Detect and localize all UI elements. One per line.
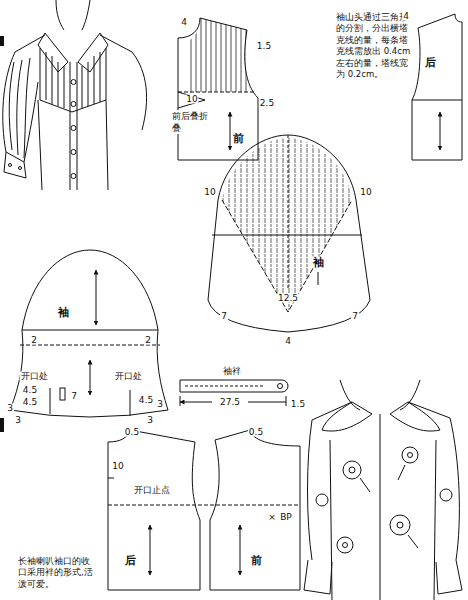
piece-name: 袖 — [312, 257, 325, 268]
pattern-note: 袖山头通过三角形的分割，分出横塔克线的量，每条塔克线需放出 0.4cm 左右的量… — [336, 12, 412, 81]
dimension-label: 12.5 — [277, 294, 299, 303]
dimension-label: 3 — [6, 404, 14, 413]
dimension-label: 10 — [111, 462, 124, 471]
dimension-label: 7 — [220, 312, 228, 321]
dimension-label: 开口处 — [114, 372, 143, 381]
dimension-label: 1.5 — [256, 42, 272, 51]
dimension-label: 7 — [70, 392, 78, 401]
piece-name: 后 — [124, 555, 137, 566]
dimension-label: 1.5 — [290, 400, 306, 409]
dimension-label: 袖袢 — [222, 367, 242, 376]
dimension-label: 4.5 — [22, 386, 38, 395]
dimension-label: 27.5 — [219, 398, 241, 407]
flower-blouse-illustration — [304, 380, 462, 600]
back-bodice-pattern — [412, 14, 462, 160]
cuff-tab-pattern — [180, 380, 288, 406]
dimension-label: 3 — [14, 416, 22, 425]
front-bodice-pattern — [178, 18, 258, 160]
dimension-label: 4 — [402, 12, 410, 21]
dimension-label: 开口止点 — [133, 486, 171, 495]
dimension-label: 10 — [359, 188, 372, 197]
dimension-label: 4.5 — [138, 396, 154, 405]
dimension-label: 4.5 — [22, 398, 38, 407]
dimension-label: 2 — [30, 336, 38, 345]
dimension-label: 4 — [180, 18, 188, 27]
dimension-label: 4 — [284, 337, 292, 346]
dimension-label: 3 — [156, 400, 164, 409]
dimension-label: 2 — [144, 336, 152, 345]
dimension-label: 3 — [146, 416, 154, 425]
dimension-label: 2.5 — [259, 99, 275, 108]
piece-name: 袖 — [57, 307, 70, 318]
dimension-label: 0.5 — [124, 428, 140, 437]
dimension-label: 0.5 — [248, 428, 264, 437]
dimension-label: 10 — [203, 188, 216, 197]
dimension-label: 开口处 — [20, 372, 49, 381]
tucked-sleeve-pattern — [208, 135, 370, 332]
dimension-label: 7 — [351, 312, 359, 321]
fold-note: 前后叠折叠 — [172, 110, 214, 134]
blouse-illustration — [3, 0, 147, 190]
bodice-block-pattern — [108, 430, 300, 590]
bell-sleeve-pattern — [10, 250, 168, 417]
caption: 长袖喇叭袖口的收口采用袢的形式,活泼可爱。 — [18, 556, 96, 590]
dimension-label: 10 — [185, 95, 198, 104]
piece-name: 前 — [232, 133, 245, 144]
dimension-label: BP — [279, 513, 293, 522]
dimension-label: × — [267, 513, 277, 522]
piece-name: 前 — [250, 555, 263, 566]
piece-name: 后 — [424, 57, 437, 68]
